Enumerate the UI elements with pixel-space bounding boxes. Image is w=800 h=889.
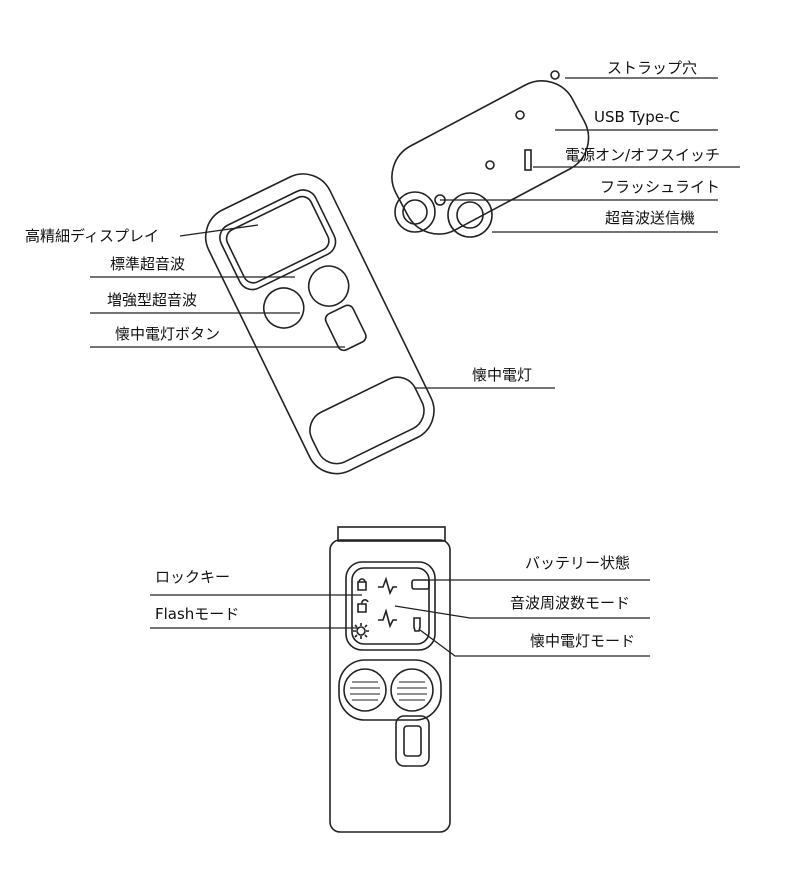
top-cap <box>337 526 446 542</box>
enhanced-ultrasonic-button <box>390 668 434 712</box>
label-flash-light: フラッシュライト <box>600 178 721 196</box>
display-inner <box>351 567 430 645</box>
device-body-angled <box>204 173 435 475</box>
label-flashlight-button: 懐中電灯ボタン <box>115 325 221 343</box>
display-angled <box>219 189 337 291</box>
strap-hole <box>550 70 560 80</box>
power-switch <box>524 149 532 171</box>
label-flashlight-mode: 懐中電灯モード <box>530 632 636 650</box>
label-strap-hole: ストラップ穴 <box>607 59 698 77</box>
display-inner <box>225 195 330 284</box>
flashlight-button-angled <box>324 304 367 352</box>
label-frequency-mode: 音波周波数モード <box>510 594 631 612</box>
speaker-grille-icon <box>350 681 427 701</box>
waveform-icon <box>378 608 397 629</box>
leader-frequency <box>394 605 650 619</box>
leader-display <box>179 224 259 237</box>
flashlight-head <box>309 376 425 465</box>
label-enhanced-ultrasonic: 増強型超音波 <box>107 291 198 309</box>
ultrasonic-emitter <box>447 192 493 238</box>
flash-lens <box>394 191 436 233</box>
device-body-front <box>329 539 451 833</box>
label-lock-key: ロックキー <box>155 568 231 586</box>
flashlight-button-front <box>395 715 430 767</box>
device-front-view <box>329 526 451 833</box>
flash-lens-inner <box>402 199 428 225</box>
battery-icon <box>411 579 430 590</box>
label-usb: USB Type-C <box>594 108 680 126</box>
ultrasonic-emitter-inner <box>456 201 484 229</box>
standard-ultrasonic-button <box>343 668 387 712</box>
waveform-icon <box>378 576 397 596</box>
leader-lines <box>90 77 740 657</box>
label-ultrasonic-emitter: 超音波送信機 <box>605 209 696 227</box>
unlock-icon <box>357 599 369 613</box>
device-angled-view <box>204 173 435 475</box>
enhanced-ultrasonic-button <box>307 265 350 307</box>
label-flash-mode: Flashモード <box>155 605 240 623</box>
label-battery-status: バッテリー状態 <box>525 554 631 572</box>
flashlight-icon <box>413 617 421 632</box>
button-panel <box>338 659 442 721</box>
label-flashlight: 懐中電灯 <box>472 366 533 384</box>
screw-hole <box>485 160 495 170</box>
label-display: 高精細ディスプレイ <box>25 227 159 245</box>
lock-icon <box>357 578 367 591</box>
display-front <box>345 561 436 651</box>
label-standard-ultrasonic: 標準超音波 <box>110 255 186 273</box>
standard-ultrasonic-button <box>262 287 305 329</box>
flashlight-button-inner <box>403 725 422 757</box>
label-power-switch: 電源オン/オフスイッチ <box>565 146 721 164</box>
sun-icon <box>353 623 369 639</box>
screw-hole <box>515 110 525 120</box>
leader-flashlightmode <box>419 629 650 657</box>
